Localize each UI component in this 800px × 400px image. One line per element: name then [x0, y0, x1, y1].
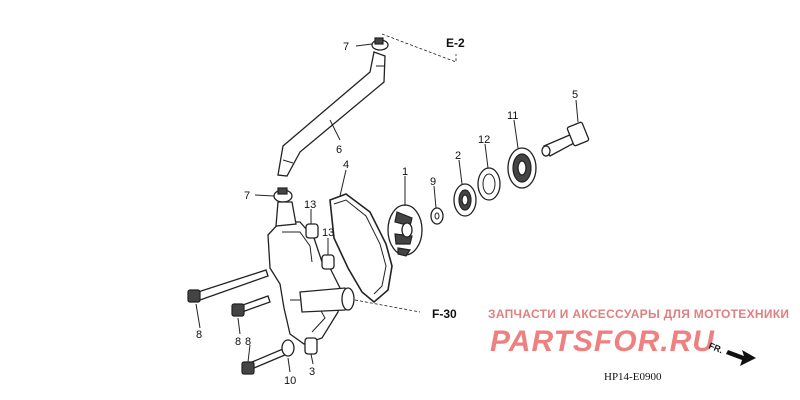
callout-12: 12: [478, 134, 490, 146]
hose-clamp-lower: [273, 187, 293, 203]
oil-seal: [453, 183, 477, 217]
callout-7-upper: 7: [343, 41, 349, 53]
watermark-logo: PARTSFOR.RU: [490, 325, 715, 358]
reference-lines: [354, 33, 457, 313]
callout-5: 5: [572, 89, 578, 101]
mechanical-seal: [477, 167, 501, 201]
callout-13-upper: 13: [304, 199, 316, 211]
pump-shaft: [541, 121, 590, 157]
bolt-upper: [187, 269, 269, 303]
water-hose: [277, 51, 386, 177]
callouts: 7 6 4 1 9 2 12 11 5 7 13 13 8 8 8 10 3: [196, 41, 578, 387]
hose-clamp-upper: [371, 37, 389, 51]
callout-11: 11: [507, 110, 518, 122]
callout-9: 9: [430, 176, 436, 188]
collar-lower: [321, 254, 335, 270]
front-arrow-icon: [726, 350, 756, 366]
bolt-middle: [231, 295, 271, 317]
callout-1: 1: [402, 166, 408, 178]
watermark-title: ЗАПЧАСТИ И АКСЕССУАРЫ ДЛЯ МОТОТЕХНИКИ: [488, 307, 789, 321]
drain-bolt: [304, 337, 318, 355]
impeller: [387, 204, 423, 257]
callout-6: 6: [336, 144, 342, 156]
callout-8-upper: 8: [196, 329, 202, 341]
callout-4: 4: [343, 159, 349, 171]
collar-upper: [305, 223, 319, 239]
sealing-washer: [281, 339, 295, 357]
callout-8-middle: 8: [235, 336, 241, 348]
callout-3: 3: [309, 366, 315, 378]
washer: [430, 207, 444, 225]
ref-f30: F-30: [432, 307, 457, 321]
cover-gasket: [329, 193, 393, 304]
watermark: ЗАПЧАСТИ И АКСЕССУАРЫ ДЛЯ МОТОТЕХНИКИ PA…: [488, 307, 789, 358]
pump-cover: [267, 201, 355, 345]
bearing: [507, 147, 537, 189]
callout-8-lower: 8: [245, 336, 251, 348]
callout-10: 10: [284, 375, 296, 387]
callout-7-lower: 7: [244, 190, 250, 202]
ref-e2: E-2: [446, 36, 465, 50]
diagram-code: HP14-E0900: [604, 371, 662, 383]
leader-lines: [195, 43, 579, 373]
callout-13-lower: 13: [322, 227, 334, 239]
callout-2: 2: [455, 150, 461, 162]
